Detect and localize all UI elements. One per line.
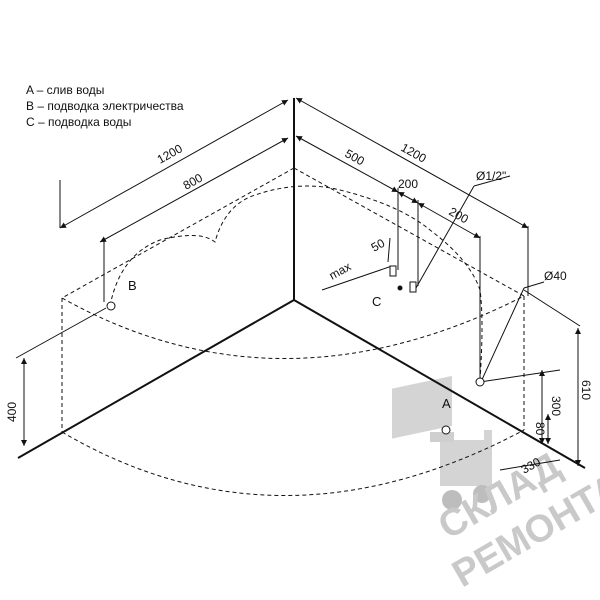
connection-points bbox=[106, 265, 485, 435]
point-c bbox=[397, 285, 403, 291]
dim-50: 50 bbox=[369, 236, 388, 255]
point-a-lower bbox=[441, 425, 451, 435]
point-c-left bbox=[389, 265, 397, 277]
forklift-logo bbox=[392, 375, 492, 510]
point-c-right bbox=[409, 281, 417, 293]
marker-a: A bbox=[442, 396, 451, 411]
dim-pipe: Ø1/2" bbox=[476, 169, 506, 183]
watermark: СКЛАД РЕМОНТА bbox=[392, 375, 600, 596]
dim-drain: Ø40 bbox=[544, 269, 567, 283]
point-a-upper bbox=[475, 377, 485, 387]
dim-300: 300 bbox=[549, 396, 563, 416]
room-corner bbox=[17, 98, 586, 469]
dimension-lines bbox=[15, 97, 581, 471]
dim-610: 610 bbox=[579, 380, 593, 400]
dim-right-200b: 200 bbox=[447, 204, 472, 226]
dim-max: max bbox=[327, 259, 354, 282]
dim-left-inner: 800 bbox=[181, 171, 206, 193]
dim-right-outer: 1200 bbox=[399, 140, 429, 165]
dim-left-outer: 1200 bbox=[155, 141, 185, 166]
legend-item-a: A – слив воды bbox=[26, 83, 105, 97]
dim-400: 400 bbox=[5, 402, 19, 422]
point-b bbox=[106, 301, 116, 311]
dim-right-200a: 200 bbox=[398, 177, 418, 191]
dim-right-500: 500 bbox=[343, 146, 368, 168]
dim-80: 80 bbox=[533, 422, 547, 436]
marker-b: B bbox=[128, 278, 137, 293]
marker-c: C bbox=[372, 294, 381, 309]
